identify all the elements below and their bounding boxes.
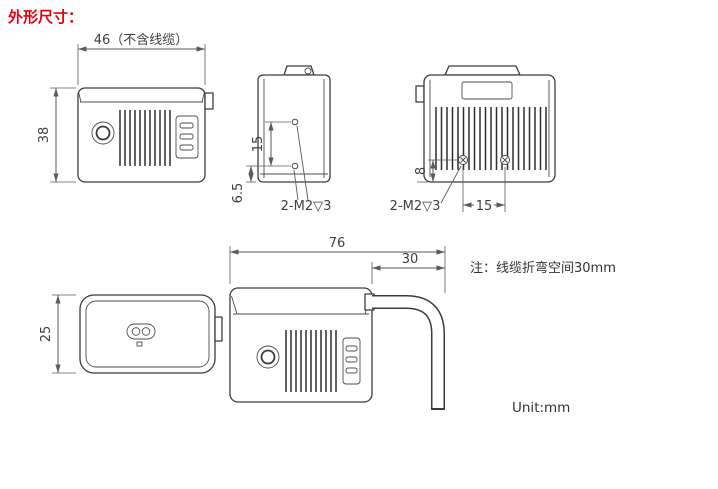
top-view: 25	[39, 294, 223, 374]
cable-view-heatsink-grille	[285, 330, 337, 392]
top-depth-label: 25	[39, 326, 54, 343]
screw-cross	[502, 157, 508, 163]
rear-inner-lines	[429, 80, 550, 177]
side-thread-label: 2-M2▽3	[281, 199, 332, 214]
side-thread-callout: 2-M2▽3	[281, 125, 332, 214]
front-height-dimension: 38	[37, 87, 76, 183]
rear-top-bump	[444, 65, 521, 76]
side-body	[257, 74, 331, 183]
indicator-slot	[345, 345, 358, 352]
rear-heatsink-grille	[435, 107, 547, 170]
total-length-label: 76	[329, 236, 346, 251]
side-bump-screw	[304, 67, 312, 75]
indicator-slot	[345, 367, 358, 374]
front-indicator-panel	[175, 115, 199, 159]
indicator-slot	[179, 133, 194, 140]
cable-view-indicator-panel	[342, 337, 361, 385]
side-bottom-offset-dimension: 6.5	[231, 166, 256, 203]
connector-pin	[141, 327, 151, 336]
rear-hole-height-label: 8	[414, 167, 429, 175]
cable-bend-dimension: 30	[371, 252, 445, 284]
front-width-dimension: 46（不含线缆）	[77, 32, 206, 85]
side-view: 15 6.5 2-M2▽3	[231, 65, 332, 214]
page-title: 外形尺寸：	[7, 8, 83, 26]
unit-label: Unit:mm	[512, 400, 570, 416]
cable-side-view: 76 30	[229, 236, 446, 410]
front-height-label: 38	[37, 127, 52, 144]
lens-outer	[256, 345, 280, 369]
screw-cross	[460, 157, 466, 163]
mount-hole	[291, 162, 299, 170]
cable	[372, 295, 445, 410]
side-bottom-offset-label: 6.5	[231, 183, 246, 204]
rear-view: 8 2-M2▽3 15	[390, 65, 556, 214]
top-side-tab	[214, 316, 223, 342]
rear-hole-spacing-dimension: 15	[462, 167, 506, 214]
indicator-slot	[345, 356, 358, 363]
lens-inner	[260, 349, 276, 365]
top-inner-outline	[85, 300, 210, 368]
indicator-slot	[179, 144, 194, 151]
top-connector	[126, 323, 156, 340]
indicator-slot	[179, 122, 194, 129]
cable-bend-note: 注：线缆折弯空间30mm	[470, 260, 616, 276]
side-inner-lines	[260, 79, 328, 178]
front-body	[77, 87, 206, 183]
rear-hole-height-dimension: 8	[414, 159, 457, 183]
rear-body	[423, 74, 556, 183]
cable-bend-label: 30	[402, 252, 419, 267]
mount-hole	[291, 118, 299, 126]
front-heatsink-grille	[119, 110, 171, 166]
rear-side-tab	[415, 85, 425, 103]
lens-inner	[95, 125, 111, 141]
rear-thread-label: 2-M2▽3	[390, 199, 441, 214]
cable-core	[366, 296, 444, 408]
top-depth-dimension: 25	[39, 294, 76, 374]
rear-connector	[461, 81, 513, 100]
front-side-tab	[204, 92, 214, 110]
front-view: 46（不含线缆） 38	[37, 32, 214, 183]
connector-pin	[131, 327, 141, 336]
side-hole-spacing-label: 15	[251, 136, 266, 153]
rear-thread-callout: 2-M2▽3	[390, 165, 462, 214]
total-length-dimension: 76	[229, 236, 446, 293]
top-small-mark	[136, 341, 143, 347]
front-width-label: 46（不含线缆）	[94, 32, 189, 48]
top-body	[79, 294, 216, 374]
lens-outer	[91, 121, 115, 145]
front-top-seam	[78, 91, 205, 103]
rear-hole-spacing-label: 15	[476, 199, 493, 214]
